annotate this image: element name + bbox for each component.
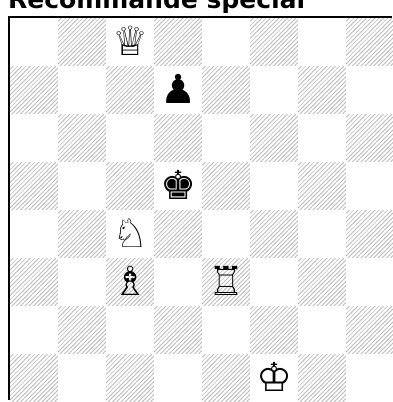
square-b4[interactable]	[58, 210, 106, 258]
square-c1[interactable]	[106, 354, 154, 402]
square-g5[interactable]	[298, 162, 346, 210]
square-a5[interactable]	[10, 162, 58, 210]
square-h3[interactable]	[346, 258, 393, 306]
square-h5[interactable]	[346, 162, 393, 210]
square-c6[interactable]	[106, 114, 154, 162]
square-b5[interactable]	[58, 162, 106, 210]
square-g8[interactable]	[298, 18, 346, 66]
chess-board[interactable]: ♕♟ ♚♘♗ ♖♔	[8, 16, 392, 400]
square-e5[interactable]	[202, 162, 250, 210]
square-f5[interactable]	[250, 162, 298, 210]
square-b6[interactable]	[58, 114, 106, 162]
square-b8[interactable]	[58, 18, 106, 66]
square-g6[interactable]	[298, 114, 346, 162]
square-h7[interactable]	[346, 66, 393, 114]
white-rook-icon[interactable]: ♖	[202, 258, 250, 306]
square-b7[interactable]	[58, 66, 106, 114]
square-d6[interactable]	[154, 114, 202, 162]
square-a1[interactable]	[10, 354, 58, 402]
black-pawn-icon[interactable]: ♟	[154, 66, 202, 114]
square-f7[interactable]	[250, 66, 298, 114]
square-e6[interactable]	[202, 114, 250, 162]
white-bishop-icon[interactable]: ♗	[106, 258, 154, 306]
square-a4[interactable]	[10, 210, 58, 258]
white-king-icon[interactable]: ♔	[250, 354, 298, 402]
square-d1[interactable]	[154, 354, 202, 402]
square-c2[interactable]	[106, 306, 154, 354]
square-h4[interactable]	[346, 210, 393, 258]
square-a2[interactable]	[10, 306, 58, 354]
square-d8[interactable]	[154, 18, 202, 66]
square-e8[interactable]	[202, 18, 250, 66]
white-queen-icon[interactable]: ♕	[106, 18, 154, 66]
square-h2[interactable]	[346, 306, 393, 354]
square-e2[interactable]	[202, 306, 250, 354]
square-c7[interactable]	[106, 66, 154, 114]
puzzle-title: Recommande spécial	[8, 0, 305, 15]
square-a6[interactable]	[10, 114, 58, 162]
square-b2[interactable]	[58, 306, 106, 354]
square-b1[interactable]	[58, 354, 106, 402]
square-d2[interactable]	[154, 306, 202, 354]
square-b3[interactable]	[58, 258, 106, 306]
square-h6[interactable]	[346, 114, 393, 162]
square-d3[interactable]	[154, 258, 202, 306]
black-king-icon[interactable]: ♚	[154, 162, 202, 210]
square-c5[interactable]	[106, 162, 154, 210]
white-knight-icon[interactable]: ♘	[106, 210, 154, 258]
square-g1[interactable]	[298, 354, 346, 402]
square-f8[interactable]	[250, 18, 298, 66]
square-f4[interactable]	[250, 210, 298, 258]
square-f3[interactable]	[250, 258, 298, 306]
square-g3[interactable]	[298, 258, 346, 306]
square-f6[interactable]	[250, 114, 298, 162]
square-a8[interactable]	[10, 18, 58, 66]
square-g2[interactable]	[298, 306, 346, 354]
square-e1[interactable]	[202, 354, 250, 402]
square-d4[interactable]	[154, 210, 202, 258]
square-g7[interactable]	[298, 66, 346, 114]
square-e4[interactable]	[202, 210, 250, 258]
square-e7[interactable]	[202, 66, 250, 114]
square-h1[interactable]	[346, 354, 393, 402]
square-a3[interactable]	[10, 258, 58, 306]
square-f2[interactable]	[250, 306, 298, 354]
square-a7[interactable]	[10, 66, 58, 114]
square-h8[interactable]	[346, 18, 393, 66]
square-g4[interactable]	[298, 210, 346, 258]
